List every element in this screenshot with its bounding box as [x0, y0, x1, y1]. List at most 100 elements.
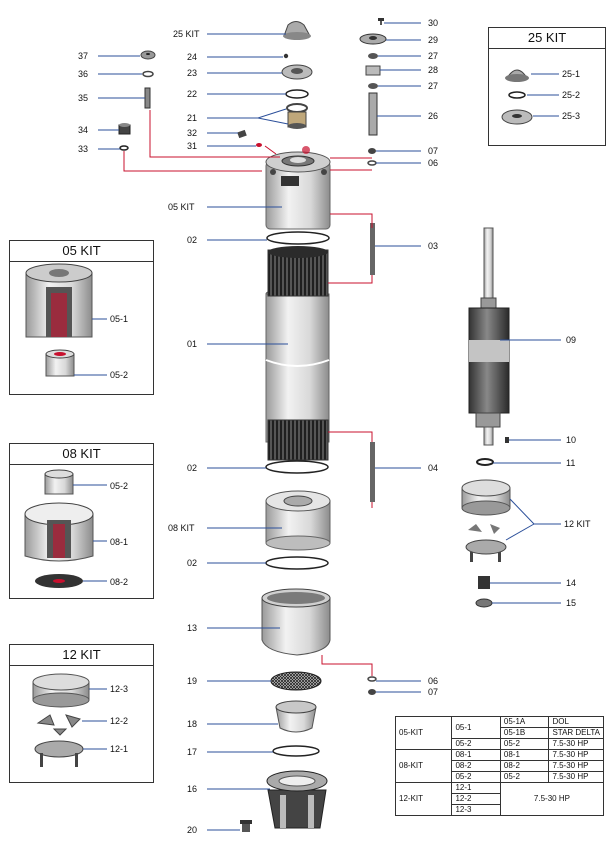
o-ring-02-upper	[266, 231, 330, 245]
table-cell: 08-2	[499, 760, 550, 772]
kit-08-item-1: 05-2	[110, 481, 129, 491]
table-row: 08-KIT 08-1 08-1 7.5-30 HP	[394, 749, 604, 783]
label-26: 26	[428, 111, 439, 121]
table-cell: 05-2	[451, 771, 501, 783]
o-ring-17	[272, 745, 320, 757]
kit-12-item-3: 12-1	[110, 744, 129, 754]
washer-06-lower	[367, 676, 377, 682]
kit-12-art	[32, 673, 107, 767]
kit-05-art	[25, 263, 107, 377]
label-13: 13	[187, 623, 198, 633]
upper-bracket-05-kit	[265, 146, 331, 230]
label-35: 35	[78, 93, 89, 103]
label-09: 09	[566, 335, 577, 345]
o-ring-02-middle	[265, 460, 329, 474]
kit-12-title: 12 KIT	[10, 645, 153, 666]
thrust-cap-29	[359, 33, 387, 45]
label-25-kit: 25 KIT	[173, 29, 200, 39]
kit-25-item-3: 25-3	[562, 111, 581, 121]
washer-27-lower	[368, 83, 378, 89]
leader-lines	[98, 22, 561, 831]
kit-25-box: 25 KIT 25-1 25-2 25-3	[488, 27, 606, 146]
label-23: 23	[187, 68, 198, 78]
label-07-lower: 07	[428, 687, 439, 697]
bolt-20	[240, 820, 252, 832]
table-row: 05-1B STAR DELTA	[396, 727, 604, 739]
label-37: 37	[78, 51, 89, 61]
kit-25-item-2: 25-2	[562, 90, 581, 100]
washer-06-upper	[367, 160, 377, 166]
label-16: 16	[187, 784, 198, 794]
label-06-upper: 06	[428, 158, 439, 168]
washer-27-upper	[368, 53, 378, 59]
table-cell: 05-2	[451, 738, 501, 750]
table-cell: 08-1	[499, 749, 550, 761]
label-02-upper: 02	[187, 235, 198, 245]
label-28: 28	[428, 65, 439, 75]
table-row: 05-2 05-2 7.5-30 HP	[396, 738, 604, 750]
kit-08-art	[24, 469, 107, 588]
label-15: 15	[566, 598, 577, 608]
nut-15	[475, 598, 493, 608]
table-cell: 7.5-30 HP	[548, 738, 604, 750]
table-row: 05-KIT 05-1 05-1A DOL	[394, 716, 604, 750]
table-cell: 05-2	[499, 738, 550, 750]
label-02-middle: 02	[187, 463, 198, 473]
kit-05-box: 05 KIT 05-1 05-2	[9, 240, 154, 395]
label-34: 34	[78, 125, 89, 135]
label-11: 11	[566, 458, 576, 468]
table-row: 08-2 08-2 7.5-30 HP	[396, 760, 604, 772]
tie-rod-03	[370, 223, 375, 275]
table-row: 12-KIT 12-1 7.5-30 HP	[394, 782, 605, 816]
kit-25-art	[501, 69, 559, 125]
kit-05-item-1: 05-1	[110, 314, 129, 324]
label-30: 30	[428, 18, 439, 28]
table-cell: 7.5-30 HP	[548, 771, 604, 783]
table-cell: 12-KIT	[394, 782, 453, 816]
table-cell: 05-2	[499, 771, 550, 783]
thrust-bearing-12-kit	[461, 479, 511, 562]
spring-14	[478, 576, 490, 589]
base-16	[266, 770, 328, 829]
label-10: 10	[566, 435, 577, 445]
kit-08-item-2: 08-1	[110, 537, 129, 547]
rotor-09	[468, 227, 510, 446]
label-21: 21	[187, 113, 198, 123]
label-36: 36	[78, 69, 89, 79]
label-08-kit: 08 KIT	[168, 523, 195, 533]
label-17: 17	[187, 747, 198, 757]
seal-housing-23	[281, 64, 313, 80]
thrust-shaft-26	[368, 92, 378, 136]
kit-25-item-1: 25-1	[562, 69, 581, 79]
bearing-28	[365, 65, 381, 76]
lower-bracket-08-kit	[265, 490, 331, 551]
red-connector-lines	[123, 110, 373, 676]
label-01: 01	[187, 339, 198, 349]
label-02-lower: 02	[187, 558, 198, 568]
circlip-11	[476, 458, 494, 466]
kit-05-item-2: 05-2	[110, 370, 129, 380]
sand-filter-19	[270, 671, 322, 691]
label-24: 24	[187, 52, 198, 62]
nut-07-lower	[368, 689, 376, 695]
kit-12-box: 12 KIT 12-3 12-2 12-1	[9, 644, 154, 783]
diaphragm-housing-13	[261, 588, 331, 656]
table-cell: 12-2	[451, 793, 501, 805]
kit-12-item-1: 12-3	[110, 684, 129, 694]
label-06-lower: 06	[428, 676, 439, 686]
diaphragm-18	[275, 700, 317, 733]
screw-30	[378, 18, 384, 25]
label-20: 20	[187, 825, 198, 835]
label-04: 04	[428, 463, 439, 473]
kit-12-item-2: 12-2	[110, 716, 129, 726]
table-cell: 05-1B	[499, 727, 550, 739]
label-32: 32	[187, 128, 198, 138]
o-ring-02-lower	[265, 556, 329, 570]
nut-37	[140, 50, 156, 60]
o-ring-33	[119, 145, 129, 151]
table-cell: 05-KIT	[394, 716, 453, 750]
kit-25-title: 25 KIT	[489, 28, 605, 49]
label-03: 03	[428, 241, 439, 251]
label-27-upper: 27	[428, 51, 439, 61]
